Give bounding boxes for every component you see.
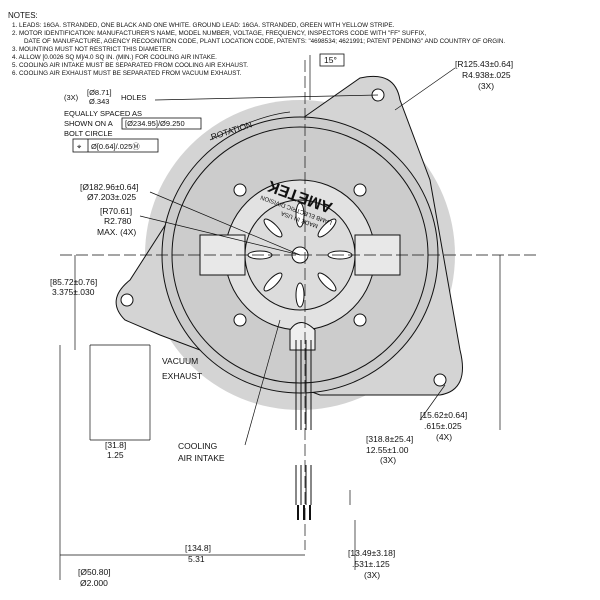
cooling-label: COOLING — [178, 441, 217, 451]
equally-spaced: EQUALLY SPACED AS — [64, 109, 142, 118]
holes-qty: (3X) — [64, 93, 79, 102]
radius-qty: (3X) — [478, 81, 494, 91]
radius-metric: [R125.43±0.64] — [455, 59, 513, 69]
lead-qty: (3X) — [380, 455, 396, 465]
dia-in: Ø7.203±.025 — [87, 192, 136, 202]
lead-metric: [318.8±25.4] — [366, 434, 413, 444]
height-in: 3.375±.030 — [52, 287, 95, 297]
note-2-cont: DATE OF MANUFACTURE, AGENCY RECOGNITION … — [24, 38, 505, 45]
angle-dim: 15° — [324, 55, 337, 65]
exhaust-label: EXHAUST — [162, 371, 202, 381]
hole2-qty: (4X) — [436, 432, 452, 442]
holes-metric: [Ø8.71] — [87, 88, 112, 97]
motor-top-view — [59, 55, 540, 580]
mount-hole-3 — [433, 373, 447, 387]
mount-hole-2 — [120, 293, 134, 307]
hole2-in: .615±.025 — [424, 421, 462, 431]
r-in: R2.780 — [104, 216, 132, 226]
brush-holder-right — [354, 234, 401, 276]
length-metric: [134.8] — [185, 543, 211, 553]
notes-title: NOTES: — [8, 11, 38, 20]
outlet-in: Ø2.000 — [80, 578, 108, 588]
note-6: 6. COOLING AIR EXHAUST MUST BE SEPARATED… — [12, 70, 242, 77]
notes-block: NOTES: 1. LEADS: 16GA. STRANDED, ONE BLA… — [8, 11, 505, 77]
outlet-metric: [Ø50.80] — [78, 567, 111, 577]
width-in: 1.25 — [107, 450, 124, 460]
strip-metric: [13.49±3.18] — [348, 548, 395, 558]
note-3: 3. MOUNTING MUST NOT RESTRICT THIS DIAME… — [12, 46, 173, 53]
note-5: 5. COOLING AIR INTAKE MUST BE SEPARATED … — [12, 62, 248, 69]
holes-label: HOLES — [121, 93, 146, 102]
height-metric: [85.72±0.76] — [50, 277, 97, 287]
note-1: 1. LEADS: 16GA. STRANDED, ONE BLACK AND … — [12, 22, 395, 29]
air-intake-label: AIR INTAKE — [178, 453, 225, 463]
dimension-lines — [59, 55, 540, 580]
position-icon: ⌖ — [77, 142, 82, 151]
bolt-circle-dim: [Ø234.95]/Ø9.250 — [125, 119, 185, 128]
dimension-labels: 15° [R125.43±0.64] R4.938±.025 (3X) (3X)… — [50, 53, 513, 588]
radius-in: R4.938±.025 — [462, 70, 511, 80]
note-4: 4. ALLOW [0.0026 SQ M]/4.0 SQ IN. (MIN.)… — [12, 54, 217, 61]
length-in: 5.31 — [188, 554, 205, 564]
shown-on: SHOWN ON A — [64, 119, 113, 128]
vacuum-label: VACUUM — [162, 356, 198, 366]
strip-in: .531±.125 — [352, 559, 390, 569]
lead-in: 12.55±1.00 — [366, 445, 409, 455]
r-max: MAX. (4X) — [97, 227, 136, 237]
bolt-circle-label: BOLT CIRCLE — [64, 129, 113, 138]
holes-in: Ø.343 — [89, 97, 109, 106]
dia-metric: [Ø182.96±0.64] — [80, 182, 139, 192]
hole2-metric: [15.62±0.64] — [420, 410, 467, 420]
position-tolerance: Ø[0.64]/.025Ⓜ — [91, 142, 140, 151]
note-2: 2. MOTOR IDENTIFICATION: MANUFACTURER'S … — [12, 30, 426, 37]
lead-wires — [295, 340, 312, 520]
strip-qty: (3X) — [364, 570, 380, 580]
width-metric: [31.8] — [105, 440, 126, 450]
r-metric: [R70.61] — [100, 206, 132, 216]
